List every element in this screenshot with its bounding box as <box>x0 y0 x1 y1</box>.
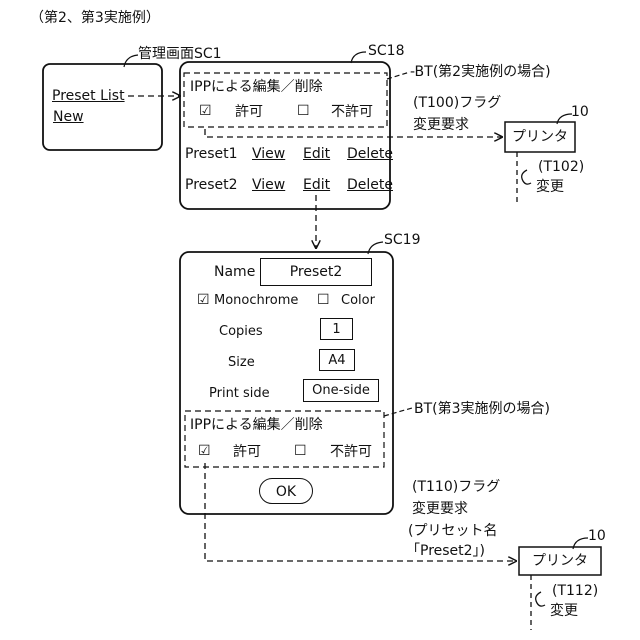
name-label: Name <box>214 265 255 279</box>
sc19-ipp-title: IPPによる編集／削除 <box>190 418 323 432</box>
printer-2-step: (T112) <box>552 584 598 598</box>
print-side-field[interactable]: One-side <box>303 379 379 402</box>
printer-1-ref: 10 <box>571 105 589 119</box>
name-field[interactable]: Preset2 <box>260 258 372 286</box>
sc1-window <box>43 64 162 150</box>
copies-label: Copies <box>219 325 263 338</box>
figure-heading: （第2、第3実施例） <box>30 11 160 25</box>
sc18-label: SC18 <box>368 44 404 58</box>
monochrome-checkbox[interactable]: ☑ <box>197 293 210 307</box>
size-field[interactable]: A4 <box>319 349 355 371</box>
sc18-bt-callout: -BT(第2実施例の場合) <box>410 65 551 79</box>
preset1-view-link[interactable]: View <box>252 147 285 161</box>
monochrome-label: Monochrome <box>214 294 298 307</box>
printer-1-label: プリンタ <box>505 130 575 144</box>
preset2-edit-link[interactable]: Edit <box>303 178 330 192</box>
sc19-allow-checkbox[interactable]: ☑ <box>198 444 211 458</box>
t110-preset-name-label: (プリセット名 <box>408 524 497 538</box>
sc18-allow-label: 許可 <box>235 105 263 119</box>
sc19-label: SC19 <box>384 233 420 247</box>
color-checkbox[interactable]: ☐ <box>317 293 330 307</box>
preset1-name: Preset1 <box>185 147 238 161</box>
preset2-delete-link[interactable]: Delete <box>347 178 393 192</box>
printer-2-change-hook <box>536 592 545 606</box>
sc18-deny-checkbox[interactable]: ☐ <box>297 104 310 118</box>
print-side-label: Print side <box>209 387 270 400</box>
preset2-view-link[interactable]: View <box>252 178 285 192</box>
t100-label: (T100)フラグ <box>413 96 501 110</box>
preset2-name: Preset2 <box>185 178 238 192</box>
sc19-deny-label: 不許可 <box>330 445 372 459</box>
new-link[interactable]: New <box>53 110 84 124</box>
preset1-delete-link[interactable]: Delete <box>347 147 393 161</box>
sc18-deny-label: 不許可 <box>331 105 373 119</box>
t100-request-label: 変更要求 <box>413 118 469 132</box>
t110-label: (T110)フラグ <box>412 480 500 494</box>
ok-button[interactable]: OK <box>259 478 313 504</box>
printer-1-step: (T102) <box>538 160 584 174</box>
sc19-bt-callout: BT(第3実施例の場合) <box>414 402 550 416</box>
printer-2-change: 変更 <box>550 604 578 618</box>
sc1-label: 管理画面SC1 <box>138 47 222 61</box>
copies-field[interactable]: 1 <box>320 318 353 340</box>
color-label: Color <box>341 294 375 307</box>
printer-1-change: 変更 <box>536 180 564 194</box>
sc19-deny-checkbox[interactable]: ☐ <box>294 444 307 458</box>
sc18-allow-checkbox[interactable]: ☑ <box>199 104 212 118</box>
t110-request-label: 変更要求 <box>412 502 468 516</box>
sc19-allow-label: 許可 <box>233 445 261 459</box>
printer-2-label: プリンタ <box>519 554 601 568</box>
printer-1-change-hook <box>522 170 531 184</box>
printer-2-ref: 10 <box>588 529 606 543</box>
preset1-edit-link[interactable]: Edit <box>303 147 330 161</box>
t110-preset2-label: 「Preset2」) <box>406 544 485 558</box>
sc18-ipp-title: IPPによる編集／削除 <box>190 80 323 94</box>
preset-list-link[interactable]: Preset List <box>52 89 125 103</box>
size-label: Size <box>228 356 255 369</box>
